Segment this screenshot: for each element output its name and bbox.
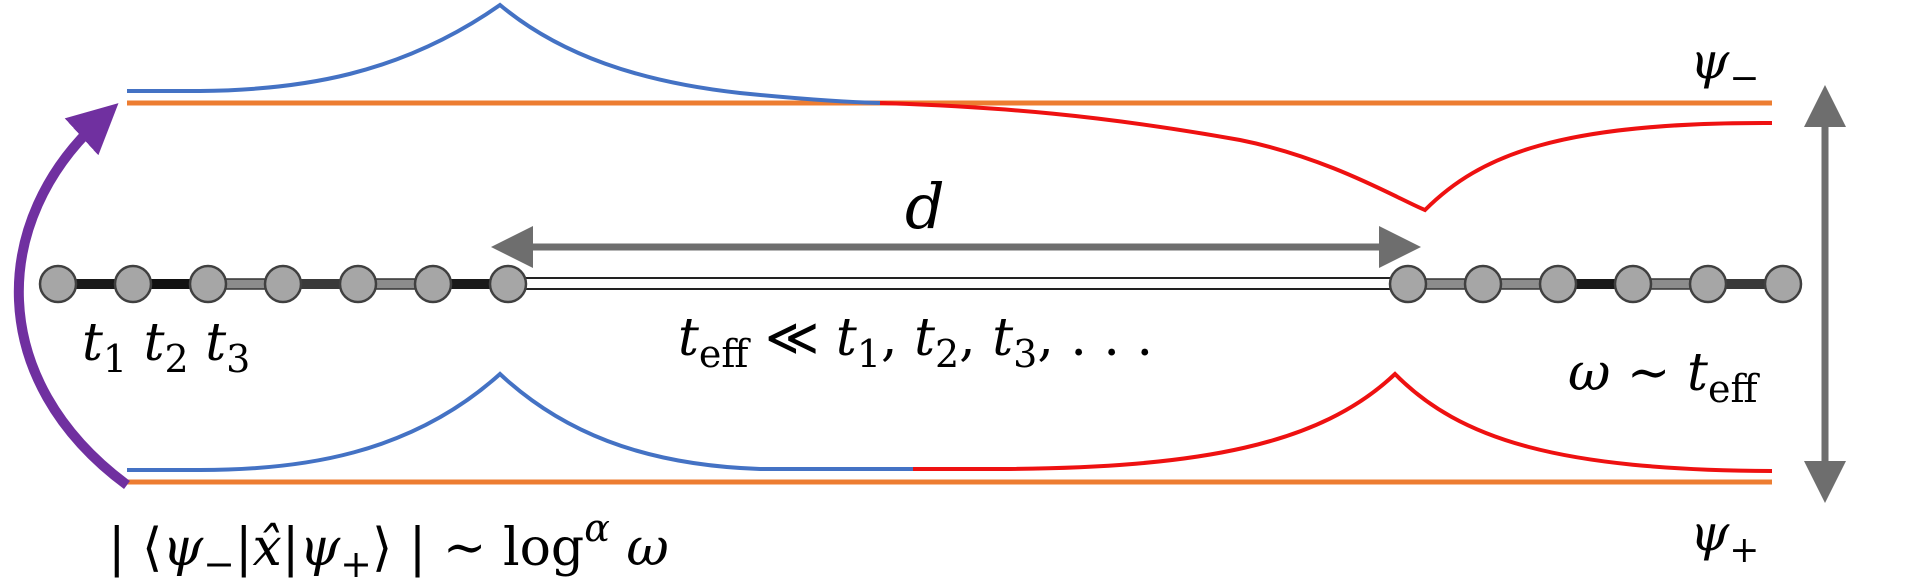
chain-site — [338, 264, 378, 304]
chain-site — [1688, 264, 1728, 304]
chain-site — [38, 264, 78, 304]
chain-site — [113, 264, 153, 304]
omega-relation: ω ∼ teff — [1568, 343, 1760, 411]
psi-plus-right-lobe-curve — [913, 371, 1773, 473]
psi-minus-left-lobe-curve — [127, 2, 881, 105]
psi-minus-label: ψ− — [1690, 32, 1759, 99]
right-chain-sites — [1388, 264, 1803, 304]
hopping-labels: t1 t2 t3 — [82, 313, 250, 381]
matrix-element-scaling: | ⟨ψ−|x̂|ψ+⟩ | ∼ logα ω — [108, 506, 669, 584]
weak-link-bond — [507, 277, 1409, 290]
chain-site — [188, 264, 228, 304]
chain-site — [1538, 264, 1578, 304]
psi-plus-left-lobe-curve — [127, 371, 913, 472]
psi-plus-label: ψ+ — [1690, 504, 1759, 571]
effective-hopping-relation: teff ≪ t1, t2, t3, . . . — [678, 308, 1153, 376]
psi-minus-right-lobe-curve — [879, 101, 1773, 213]
chain-site — [1613, 264, 1653, 304]
chain-site — [488, 264, 528, 304]
chain-site — [1463, 264, 1503, 304]
chain-site — [1763, 264, 1803, 304]
distance-label: d — [905, 170, 945, 243]
chain-site — [1388, 264, 1428, 304]
transition-arrow — [13, 103, 130, 490]
chain-site — [263, 264, 303, 304]
left-chain-sites — [38, 264, 528, 304]
chain-site — [413, 264, 453, 304]
